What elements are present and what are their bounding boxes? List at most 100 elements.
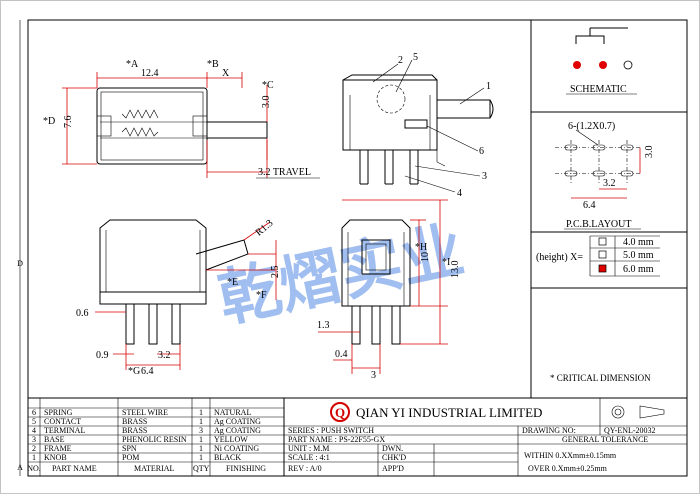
dim-04: 0.4	[335, 349, 348, 360]
bom-header-part: PART NAME	[52, 464, 97, 473]
bom-no: 5	[32, 417, 36, 426]
bom-part: CONTACT	[44, 417, 81, 426]
height-option-2: 5.0 mm	[623, 250, 654, 261]
bom-part: SPRING	[44, 408, 73, 417]
dim-i-label: *I	[442, 257, 450, 268]
bom-qty: 1	[199, 408, 203, 417]
dim-a-label: *A	[126, 59, 139, 70]
rear-view	[341, 219, 411, 345]
dwn-text: DWN.	[382, 444, 403, 453]
bom-no: 3	[32, 435, 36, 444]
iso-view	[342, 74, 494, 185]
dim-32: 3.2	[158, 350, 171, 361]
sheet-border	[27, 19, 688, 477]
bom-finishing: Ni COATING	[214, 444, 259, 453]
iso-callouts	[372, 59, 485, 193]
tolerance-title: GENERAL TOLERANCE	[562, 435, 648, 444]
dim-a-value: 12.4	[141, 68, 159, 79]
bom-no: 1	[32, 453, 36, 462]
schematic-pin-1	[573, 61, 581, 69]
dim-f-label: *F	[256, 290, 267, 301]
unit-text: UNIT : M.M	[288, 444, 329, 453]
bom-header-material: MATERIAL	[134, 464, 175, 473]
bom-material: BRASS	[122, 426, 147, 435]
bom-material: BRASS	[122, 417, 147, 426]
rev-text: REV : A/0	[288, 464, 322, 473]
chkd-text: CHK'D	[382, 453, 406, 462]
dim-b-label: *B	[207, 59, 219, 70]
dim-g-value: 6.4	[141, 366, 154, 377]
bom-no: 6	[32, 408, 36, 417]
bom-qty: 1	[199, 453, 203, 462]
bom-table: 6 SPRING STEEL WIRE 1 NATURAL 5 CONTACT …	[27, 408, 266, 473]
schematic-title: SCHEMATIC	[570, 84, 627, 95]
pcb-row-gap: 3.0	[644, 146, 655, 159]
height-option-3: 6.0 mm	[623, 264, 654, 275]
callout-3: 3	[482, 171, 487, 182]
part-name-text: PART NAME : PS-22F55-GX	[288, 435, 385, 444]
dim-g-label: *G	[128, 366, 140, 377]
dim-e-label: *E	[227, 277, 238, 288]
bom-part: KNOB	[44, 453, 67, 462]
tolerance-within: WITHIN 0.XXmm±0.15mm	[524, 451, 617, 460]
bom-material: STEEL WIRE	[122, 408, 168, 417]
height-label: (height) X=	[536, 252, 583, 263]
bom-qty: 3	[199, 426, 203, 435]
bom-finishing: Ag COATING	[214, 426, 261, 435]
height-swatch-3	[598, 264, 607, 273]
callout-6: 6	[479, 146, 484, 157]
callout-5: 5	[413, 52, 418, 63]
company-name: QIAN YI INDUSTRIAL LIMITED	[356, 405, 542, 420]
callout-4: 4	[457, 188, 462, 199]
company-logo: Q	[330, 402, 350, 422]
bom-part: TERMINAL	[44, 426, 85, 435]
bom-no: 4	[32, 426, 36, 435]
dim-c-value: 3.0	[261, 96, 272, 109]
scale-text: SCALE : 4:1	[288, 453, 330, 462]
callout-2: 2	[398, 55, 403, 66]
company-logo-letter: Q	[335, 405, 345, 420]
pcb-title: P.C.B.LAYOUT	[566, 219, 631, 230]
schematic-pin-2	[599, 61, 607, 69]
dim-c-label: *C	[262, 80, 274, 91]
pcb-pads	[555, 129, 641, 199]
rear-view-dims	[318, 199, 448, 374]
callout-1: 1	[486, 81, 491, 92]
bom-part: BASE	[44, 435, 65, 444]
bom-finishing: NATURAL	[214, 408, 251, 417]
pcb-pitch: 3.2	[603, 178, 616, 189]
dim-09: 0.9	[96, 350, 109, 361]
bom-header-qty: QTY	[193, 464, 210, 473]
bom-material: SPN	[122, 444, 137, 453]
tolerance-over: OVER 0.Xmm±0.25mm	[528, 464, 608, 473]
dim-r-label: R1.3	[254, 218, 276, 239]
schematic-symbol	[573, 27, 633, 70]
drawing-no-label: DRAWING NO:	[522, 426, 576, 435]
pcb-hole-note: 6-(1.2X0.7)	[568, 121, 615, 132]
appd-text: APP'D	[382, 464, 404, 473]
bom-finishing: YELLOW	[214, 435, 248, 444]
dim-3: 3	[371, 370, 376, 381]
bom-part: FRAME	[44, 444, 72, 453]
bom-qty: 1	[199, 417, 203, 426]
height-options	[589, 235, 660, 277]
bom-finishing: BLACK	[214, 453, 241, 462]
dim-b-value: X	[222, 68, 230, 79]
bom-header-no: NO.	[27, 464, 41, 473]
bom-material: PHENOLIC RESIN	[122, 435, 187, 444]
side-view	[96, 87, 268, 165]
bom-header-finishing: FINISHING	[226, 464, 266, 473]
bom-qty: 1	[199, 444, 203, 453]
dim-i-value: 13.0	[450, 261, 461, 279]
front-view	[99, 219, 249, 345]
dim-h-value: 10	[420, 252, 431, 262]
height-swatch-2	[598, 250, 607, 259]
dim-h-label: *H	[415, 242, 427, 253]
schematic-pin-3	[623, 60, 633, 70]
drawing-no: QY-ENL-20032	[604, 426, 656, 435]
watermark-text: 乾熠实业	[212, 213, 470, 336]
dim-d-value: 7.6	[63, 116, 74, 129]
critical-note: * CRITICAL DIMENSION	[550, 373, 651, 383]
series-text: SERIES : PUSH SWITCH	[288, 426, 374, 435]
bom-no: 2	[32, 444, 36, 453]
